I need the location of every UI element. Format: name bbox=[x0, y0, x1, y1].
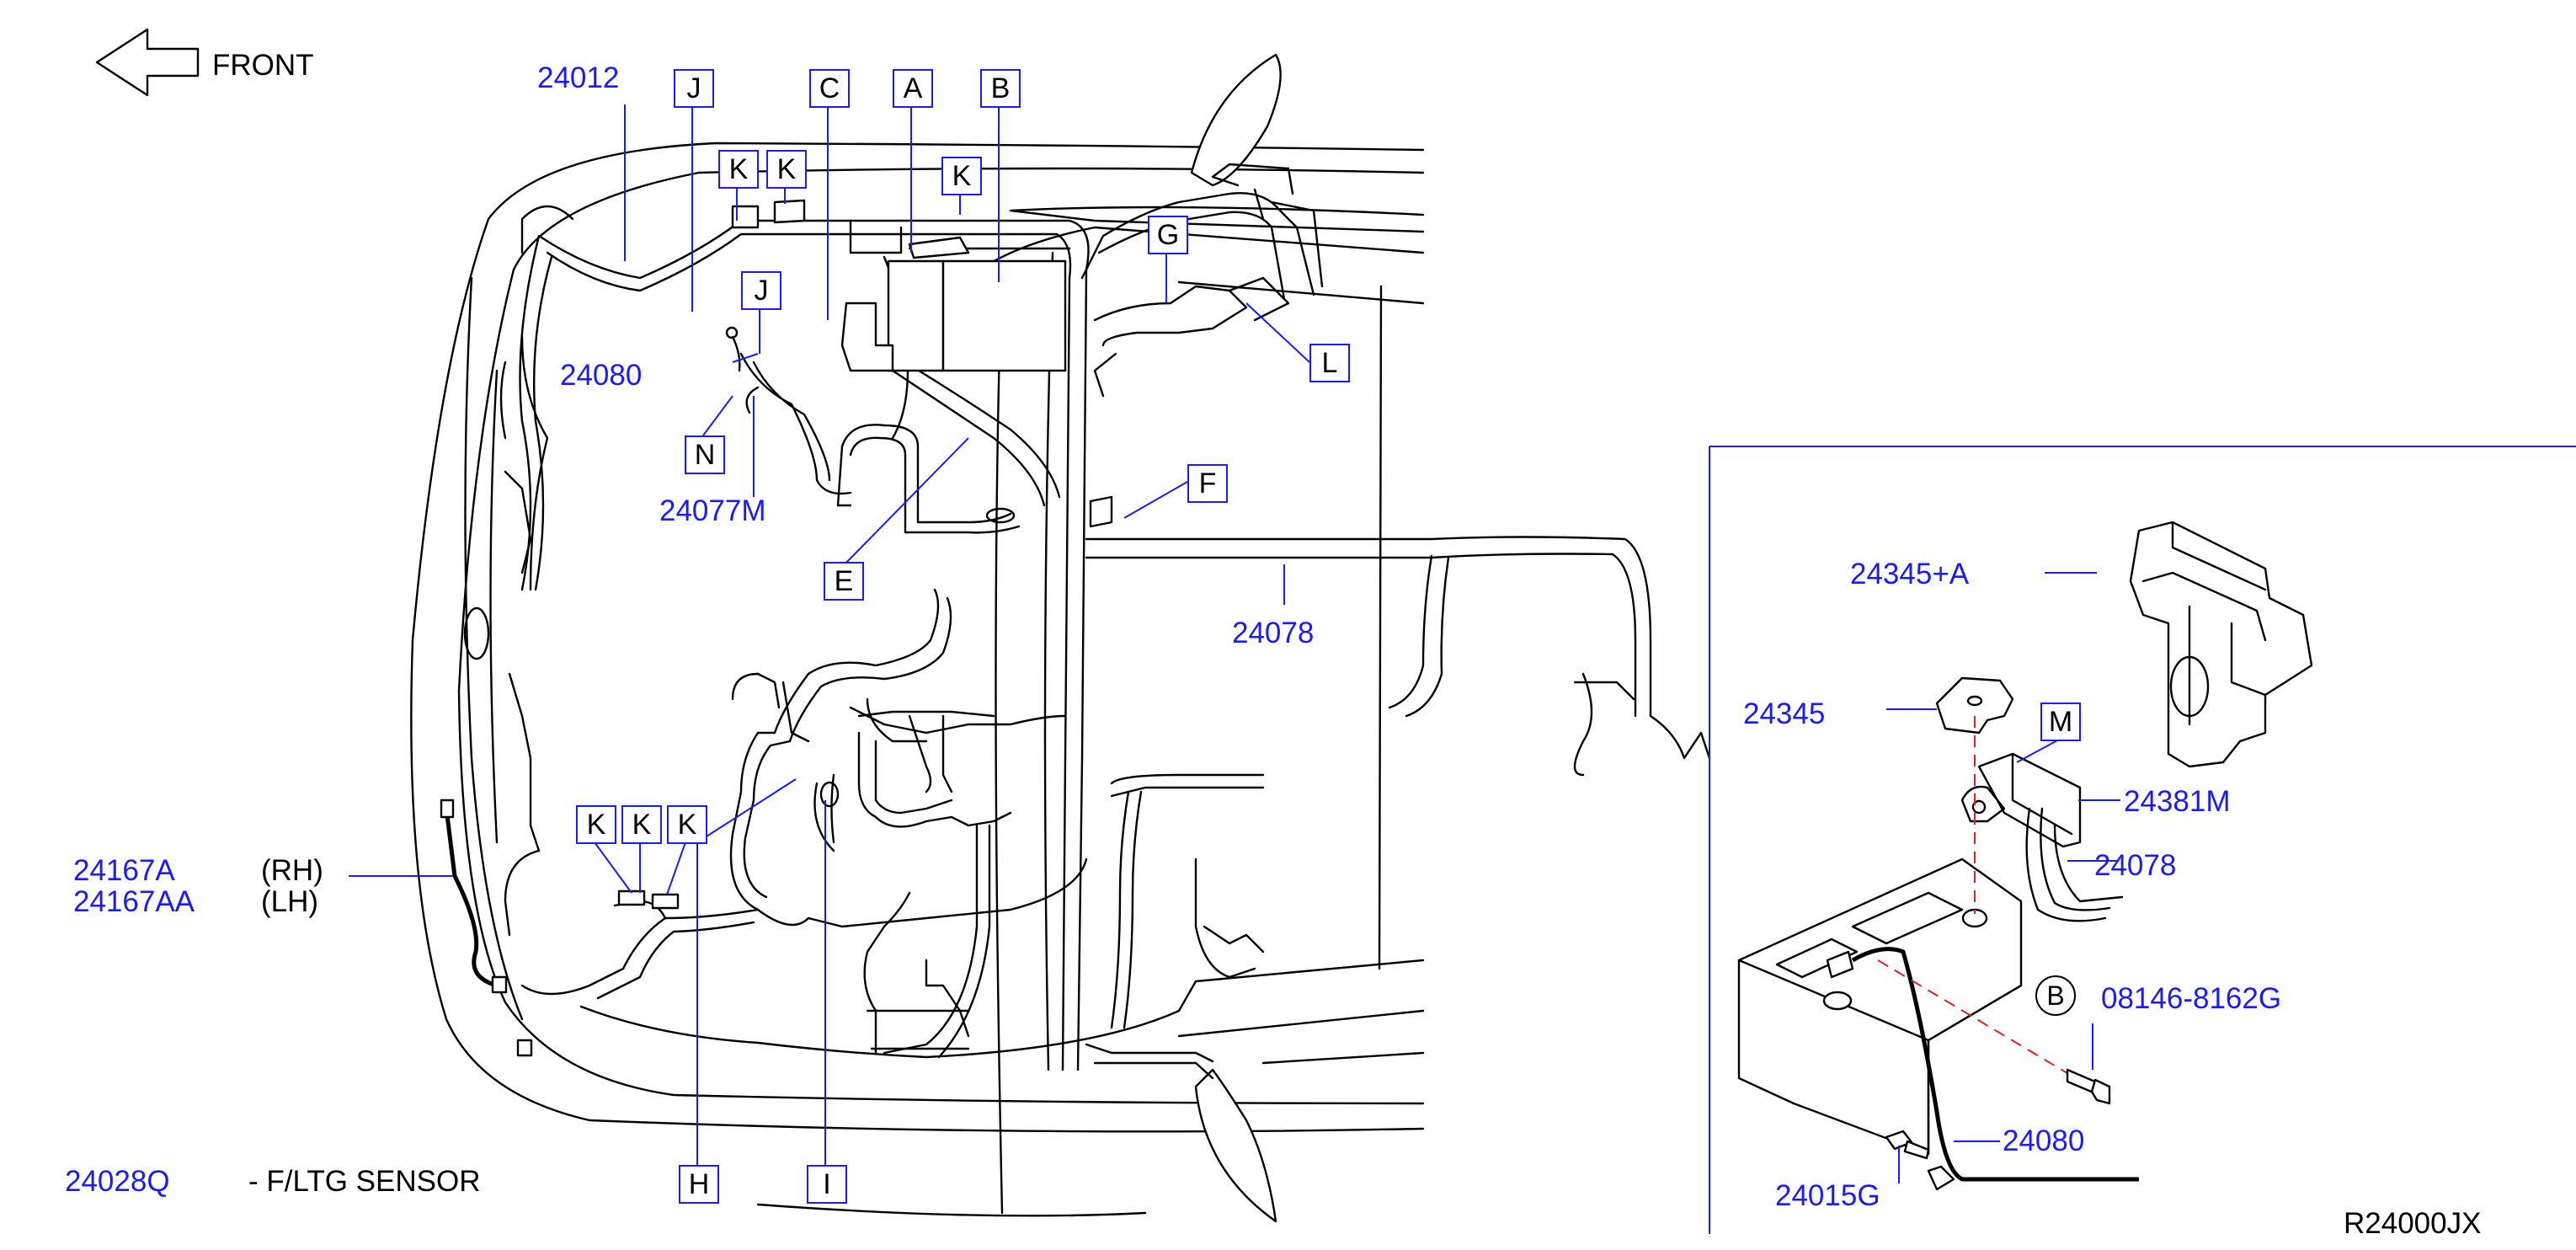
part-24012-label: 24012 bbox=[537, 61, 620, 94]
part-24078-inset-label: 24078 bbox=[2094, 849, 2177, 882]
part-24345-label: 24345 bbox=[1743, 697, 1826, 730]
part-08146-label: 08146-8162G bbox=[2101, 982, 2282, 1015]
callout-b: B bbox=[980, 69, 1021, 108]
callout-j-mid: J bbox=[741, 271, 781, 310]
callout-k-1: K bbox=[718, 150, 759, 189]
battery-inset-panel bbox=[1709, 446, 2576, 1234]
part-24345A-label: 24345+A bbox=[1850, 558, 1970, 590]
lh-label: (LH) bbox=[261, 885, 319, 918]
callout-f: F bbox=[1187, 464, 1228, 503]
callout-e: E bbox=[824, 562, 864, 601]
callout-l: L bbox=[1309, 344, 1350, 382]
sensor-24028Q bbox=[516, 1039, 533, 1057]
fuse-block-assembly bbox=[840, 236, 1067, 372]
callout-i: I bbox=[807, 1165, 847, 1204]
terminal-cap-24345 bbox=[1886, 676, 2014, 735]
callout-m: M bbox=[2040, 702, 2081, 741]
leader-lines bbox=[349, 104, 1310, 1171]
callout-n: N bbox=[685, 435, 725, 474]
sensor-24167A-end bbox=[491, 975, 508, 994]
harness-main bbox=[499, 163, 1711, 1080]
front-arrow-icon bbox=[95, 28, 200, 97]
callout-b-bolt: B bbox=[2035, 975, 2076, 1016]
front-label: FRONT bbox=[212, 49, 314, 82]
battery-cable-24080 bbox=[1851, 947, 2139, 1182]
rh-label: (RH) bbox=[261, 854, 323, 887]
bolt-24015G bbox=[1885, 1130, 1930, 1183]
part-24077M-label: 24077M bbox=[659, 494, 766, 527]
connector-k-top bbox=[731, 199, 806, 229]
part-24080-label: 24080 bbox=[560, 359, 643, 392]
part-24167A-label: 24167A bbox=[73, 854, 175, 887]
connector-f bbox=[1089, 495, 1113, 528]
callout-a: A bbox=[893, 69, 933, 108]
terminal-bracket-24381M bbox=[1960, 739, 2124, 922]
battery-cover-24345A bbox=[2045, 521, 2313, 768]
callout-g: G bbox=[1148, 216, 1188, 254]
battery bbox=[1737, 857, 2023, 1156]
part-24015G-label: 24015G bbox=[1775, 1179, 1880, 1212]
part-24028Q-label: 24028Q bbox=[65, 1165, 170, 1198]
connector-k-bottom bbox=[617, 889, 680, 910]
alignment-dashes bbox=[1877, 716, 2098, 1092]
part-24167AA-label: 24167AA bbox=[73, 885, 195, 918]
part-24078-label: 24078 bbox=[1232, 617, 1315, 649]
cable-lug bbox=[1927, 1165, 1955, 1191]
part-24381M-label: 24381M bbox=[2124, 785, 2231, 818]
callout-k-6: K bbox=[667, 805, 707, 844]
callout-c: C bbox=[809, 69, 850, 108]
part-24028Q-description: - F/LTG SENSOR bbox=[248, 1165, 481, 1198]
callout-k-5: K bbox=[621, 805, 662, 844]
callout-j-top: J bbox=[674, 69, 714, 108]
car-body-outline bbox=[410, 142, 1425, 1217]
mirror-bottom bbox=[1194, 1068, 1277, 1223]
sensor-cable-24167A bbox=[444, 808, 498, 988]
diagram-code: R24000JX bbox=[2344, 1207, 2482, 1240]
part-24080-inset-label: 24080 bbox=[2003, 1124, 2085, 1157]
callout-k-4: K bbox=[576, 805, 616, 844]
callout-h: H bbox=[679, 1165, 719, 1204]
callout-k-2: K bbox=[766, 150, 807, 189]
callout-k-3: K bbox=[941, 157, 982, 195]
mirror-top bbox=[1190, 53, 1282, 187]
bolt-08146 bbox=[2066, 1023, 2111, 1105]
sensor-24167A-plug bbox=[440, 799, 455, 819]
